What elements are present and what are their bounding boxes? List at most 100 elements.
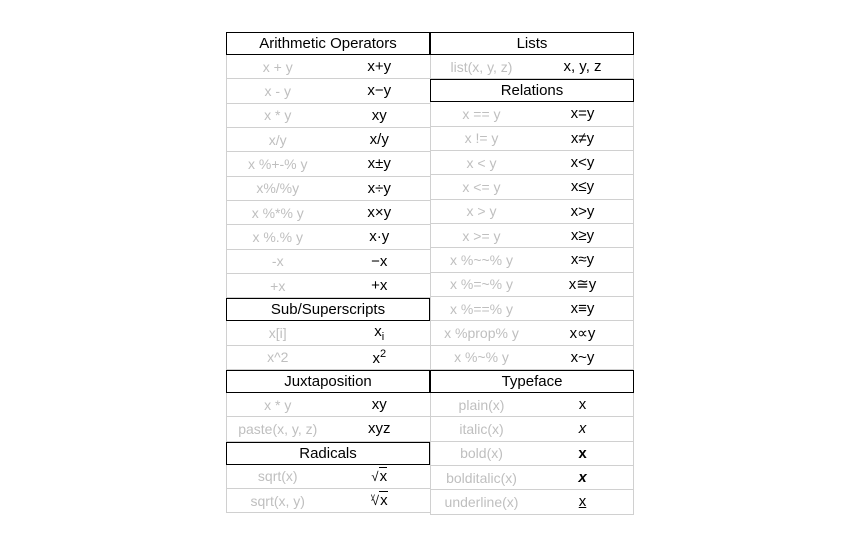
table-row: x == y x=y — [430, 102, 634, 127]
subsup-header: Sub/Superscripts — [226, 298, 430, 322]
rendered-text: x — [578, 444, 587, 462]
table-row: underline(x)x — [430, 490, 634, 515]
table-row: x %.% y x·y — [226, 225, 430, 250]
code-text: x %*% y — [251, 204, 304, 221]
subscript-text: i — [381, 330, 385, 343]
code-text: +x — [270, 277, 286, 294]
code-text: x %=~% y — [449, 276, 514, 293]
code-text: x == y — [462, 105, 501, 122]
rendered-text: x — [578, 493, 587, 511]
rendered-text: x·y — [369, 228, 390, 246]
code-text: x - y — [264, 82, 291, 99]
code-text: x * y — [264, 107, 292, 124]
code-text: plain(x) — [458, 396, 505, 413]
code-text: x %.% y — [252, 228, 304, 245]
typeface-header: Typeface — [430, 369, 634, 393]
table-row: sqrt(x, y) y√x — [226, 488, 431, 514]
code-text: italic(x) — [459, 420, 504, 437]
rendered-text: x×y — [367, 204, 392, 222]
table-row: x/y x/y — [226, 127, 430, 153]
radicand-text: x — [379, 491, 388, 510]
code-text: x * y — [264, 396, 292, 413]
arithmetic-header: Arithmetic Operators — [226, 32, 430, 55]
rendered-text: x÷y — [367, 179, 391, 197]
code-text: x > y — [466, 203, 497, 220]
table-row: x != y x≠y — [430, 126, 634, 151]
rendered-text: xyz — [368, 420, 391, 438]
code-text: sqrt(x) — [257, 468, 298, 485]
table-row: x - y x−y — [226, 79, 430, 104]
table-row: x * y xy — [226, 103, 430, 128]
table-row: +x +x — [226, 273, 430, 299]
code-text: x %==% y — [449, 300, 514, 317]
code-text: x < y — [466, 154, 497, 171]
code-text: x >= y — [462, 227, 501, 244]
code-text: -x — [271, 253, 284, 270]
code-text: x + y — [262, 58, 293, 75]
table-row: x <= y x≤y — [430, 175, 634, 200]
rendered-text: x2 — [329, 348, 431, 367]
radical-sign: √ — [371, 493, 380, 509]
table-row: x %=~% y x≅y — [430, 272, 634, 297]
rendered-text: x≠y — [570, 129, 595, 147]
rendered-text: xy — [371, 396, 387, 414]
table-row: x * y xy — [226, 392, 430, 418]
rendered-text: x≅y — [568, 276, 597, 294]
code-text: x %~% y — [454, 349, 509, 366]
code-text: x^2 — [267, 349, 289, 366]
rendered-text: x — [578, 469, 587, 487]
table-row: x^2 x2 — [226, 345, 431, 370]
code-text: sqrt(x, y) — [250, 492, 305, 509]
rendered-text: x~y — [570, 348, 595, 366]
table-row: x + y x+y — [226, 55, 430, 80]
rendered-text: x=y — [570, 105, 595, 123]
rendered-text: x>y — [570, 202, 595, 220]
rendered-text: x≤y — [570, 178, 595, 196]
table-row: list(x, y, z) x, y, z — [430, 55, 634, 80]
rendered-text: xy — [371, 106, 387, 124]
left-column: Arithmetic Operators x + y x+y x - y x−y x… — [226, 32, 431, 514]
rendered-text: x∝y — [569, 324, 596, 342]
radicals-header: Radicals — [226, 441, 430, 465]
right-column: Lists list(x, y, z)x, y, z Relations x =… — [430, 32, 634, 515]
table-row: plain(x) x — [430, 392, 634, 418]
table-row: -x −x — [226, 249, 430, 274]
rendered-text: x<y — [570, 154, 595, 172]
table-row: italic(x) x — [430, 417, 634, 442]
base-text: x — [372, 349, 380, 367]
table-row: bolditalic(x)x — [430, 465, 634, 491]
juxtaposition-header: Juxtaposition — [226, 369, 430, 393]
table-row: x %==% y x≡y — [430, 296, 634, 322]
plotmath-reference-table: Arithmetic Operators x + y x+y x - y x−y x… — [226, 32, 635, 518]
code-text: list(x, y, z) — [450, 58, 513, 75]
rendered-text: x−y — [367, 82, 392, 100]
rendered-text: y√x — [329, 491, 431, 510]
rendered-text: x, y, z — [563, 58, 602, 76]
code-text: x %+-% y — [247, 155, 308, 172]
rendered-text: −x — [371, 252, 388, 270]
table-row: sqrt(x) √x — [226, 464, 431, 489]
rendered-text: x≡y — [570, 300, 595, 318]
code-text: x%/%y — [256, 180, 300, 197]
rendered-text: x+y — [367, 58, 392, 76]
rendered-text: +x — [371, 277, 388, 295]
radicand-text: x — [378, 466, 388, 485]
code-text: x[i] — [268, 324, 287, 341]
code-text: x %prop% y — [444, 324, 519, 341]
rendered-text: x — [578, 396, 587, 414]
rendered-text: √x — [329, 466, 431, 485]
table-row: x%/%y x÷y — [226, 176, 430, 201]
radical-sign: √ — [371, 468, 379, 484]
code-text: x != y — [464, 130, 499, 147]
rendered-text: x/y — [369, 131, 389, 149]
code-text: x <= y — [462, 178, 501, 195]
table-row: x %*% y x×y — [226, 200, 430, 226]
table-row: x < y x<y — [430, 150, 634, 176]
table-row: bold(x)x — [430, 441, 634, 466]
table-row: paste(x, y, z)xyz — [226, 417, 430, 442]
table-row: x %~% y x~y — [430, 345, 634, 370]
code-text: x/y — [268, 131, 287, 148]
rendered-text: x — [578, 420, 587, 438]
